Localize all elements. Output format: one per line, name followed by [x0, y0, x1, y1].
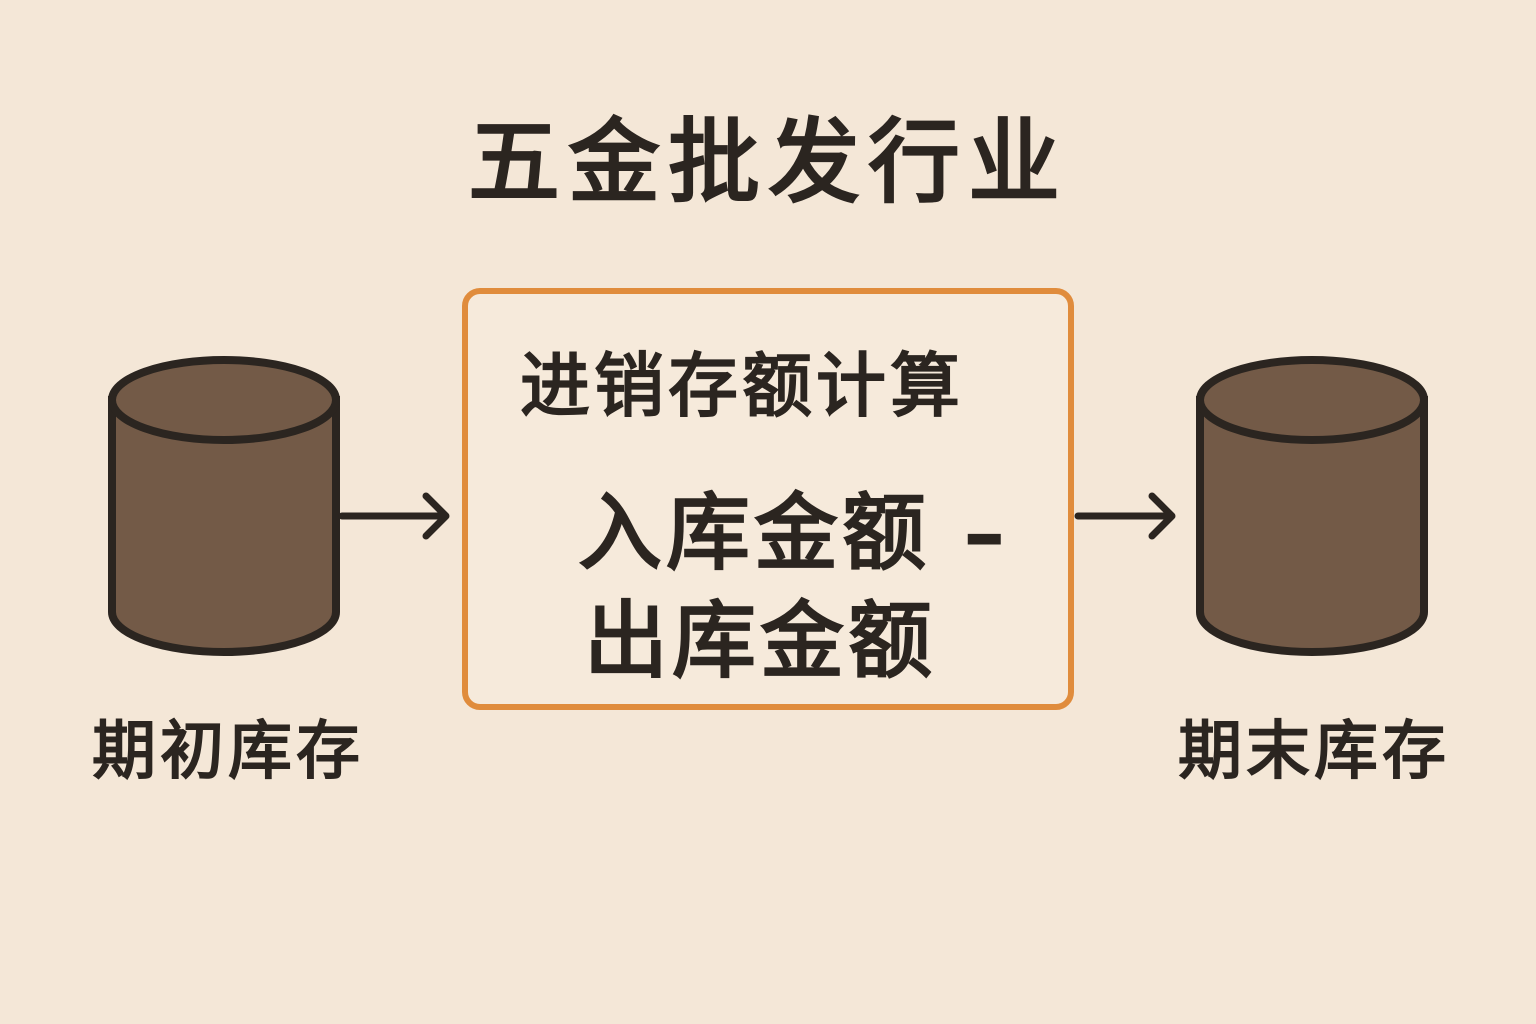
- process-title: 进销存额计算: [520, 345, 964, 427]
- end-cylinder-icon: [1196, 356, 1428, 656]
- process-box: [462, 288, 1074, 710]
- formula-line-2: 出库金额: [584, 592, 937, 690]
- formula-line-1: 入库金额 –: [578, 484, 1010, 582]
- diagram-title: 五金批发行业: [467, 109, 1068, 216]
- arrow-out-icon: [1074, 492, 1176, 540]
- end-inventory-label: 期末库存: [1178, 715, 1450, 789]
- start-cylinder-icon: [108, 356, 340, 656]
- start-inventory-label: 期初库存: [92, 715, 364, 789]
- arrow-in-icon: [338, 492, 450, 540]
